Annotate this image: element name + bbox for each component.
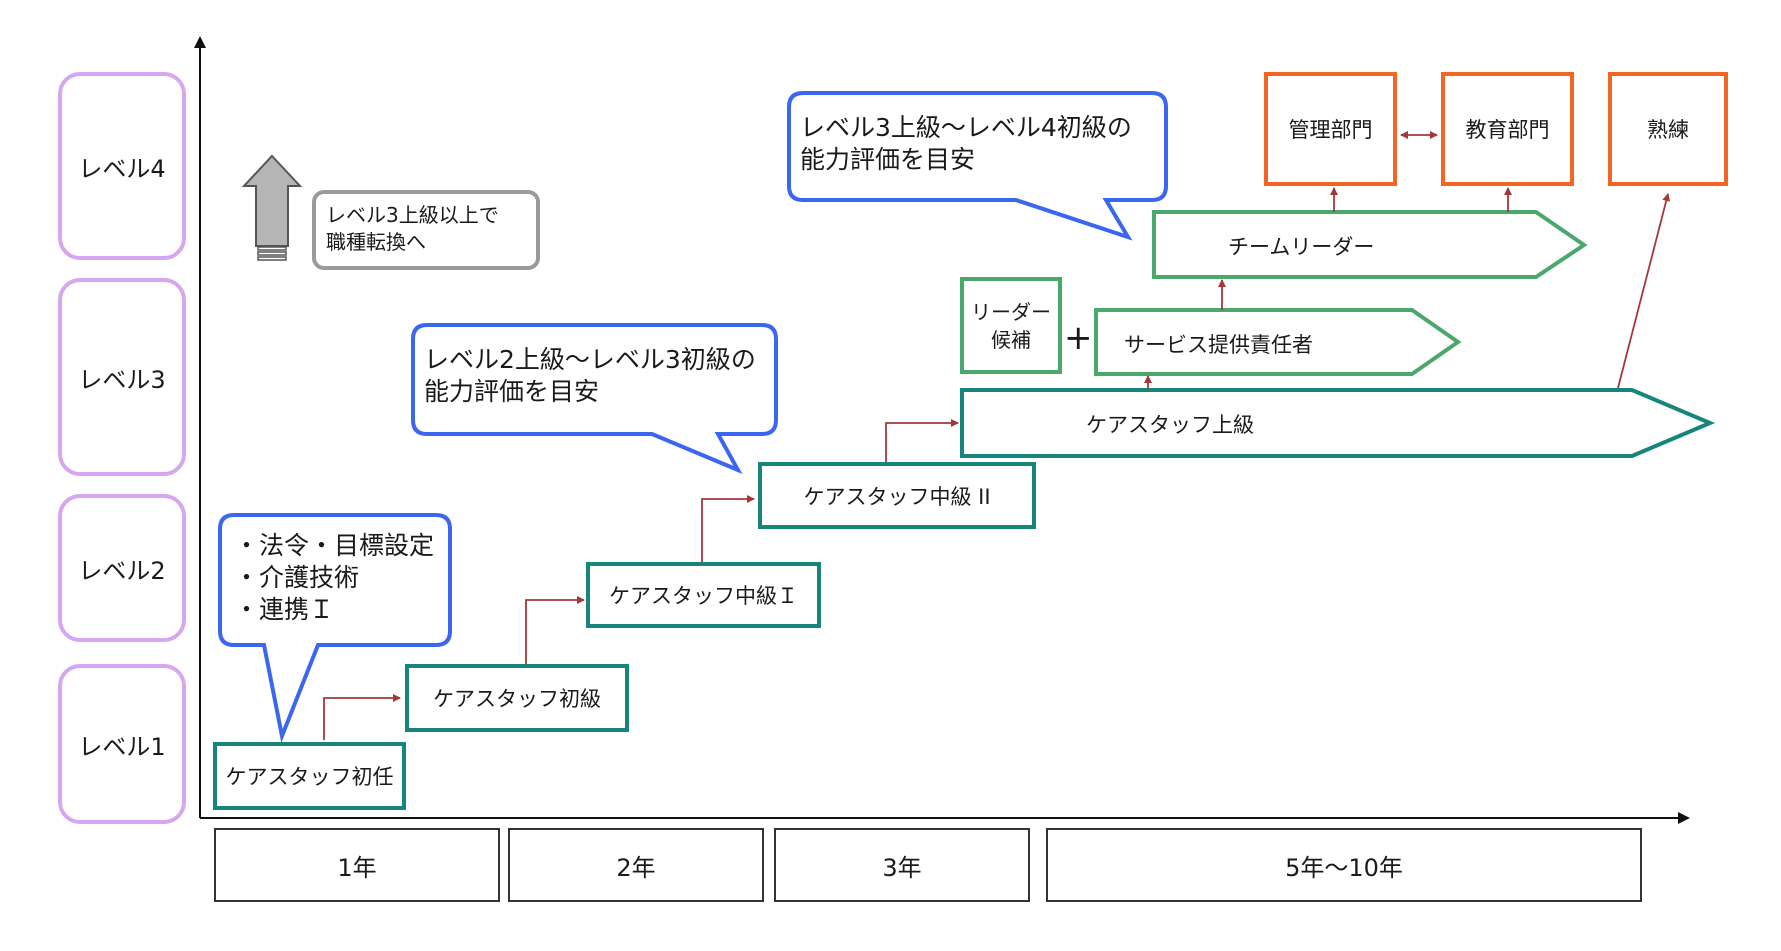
callout-level23-text: レベル2上級〜レベル3初級の 能力評価を目安 [424, 345, 756, 406]
management-dept-box: 管理部門 [1264, 72, 1397, 186]
callout-level34-shape [787, 91, 1168, 241]
level-3-box: レベル3 [58, 278, 186, 476]
plus-sign: + [1064, 318, 1093, 358]
year-3-box: 3年 [774, 828, 1030, 902]
step-service-manager-label: サービス提供責任者 [1124, 333, 1313, 357]
year-1-box: 1年 [214, 828, 500, 902]
leader-candidate-label: リーダー 候補 [971, 299, 1051, 352]
callout-level23-shape [411, 323, 778, 475]
team-leader-shape [1152, 210, 1588, 279]
education-dept-box: 教育部門 [1441, 72, 1574, 186]
leader-candidate-box: リーダー 候補 [960, 277, 1062, 374]
arrow-shokyu-chukyu1 [525, 596, 585, 664]
callout-level1-shape [218, 513, 452, 744]
level-4-box: レベル4 [58, 72, 186, 260]
step-care-staff-chukyu-2: ケアスタッフ中級 II [758, 462, 1036, 529]
arrow-shonin-shokyu [323, 694, 401, 740]
arrow-chukyu2-jokyu [885, 419, 959, 462]
level-2-box: レベル2 [58, 494, 186, 642]
transfer-note-text: レベル3上級以上で 職種転換へ [326, 203, 499, 254]
arrow-jokyu-expert [1617, 193, 1671, 389]
expert-box: 熟練 [1608, 72, 1728, 186]
step-team-leader-label: チームリーダー [1228, 235, 1375, 259]
step-care-staff-shokyu: ケアスタッフ初級 [405, 664, 629, 732]
year-2-box: 2年 [508, 828, 764, 902]
up-arrow-icon [241, 154, 303, 261]
service-shape [1094, 308, 1462, 376]
level-1-box: レベル1 [58, 664, 186, 824]
transfer-note: レベル3上級以上で 職種転換へ [312, 190, 540, 270]
year-5-10-box: 5年〜10年 [1046, 828, 1642, 902]
arrow-chukyu1-chukyu2 [701, 495, 755, 562]
callout-level34-text: レベル3上級〜レベル4初級の 能力評価を目安 [800, 113, 1132, 174]
step-care-staff-chukyu-1: ケアスタッフ中級Ｉ [586, 562, 821, 628]
callout-level1-text: ・法令・目標設定 ・介護技術 ・連携Ｉ [234, 531, 435, 624]
step-care-staff-jokyu-label: ケアスタッフ上級 [1086, 413, 1254, 437]
step-care-staff-shonin: ケアスタッフ初任 [213, 742, 406, 810]
jokyu-shape [960, 388, 1716, 458]
